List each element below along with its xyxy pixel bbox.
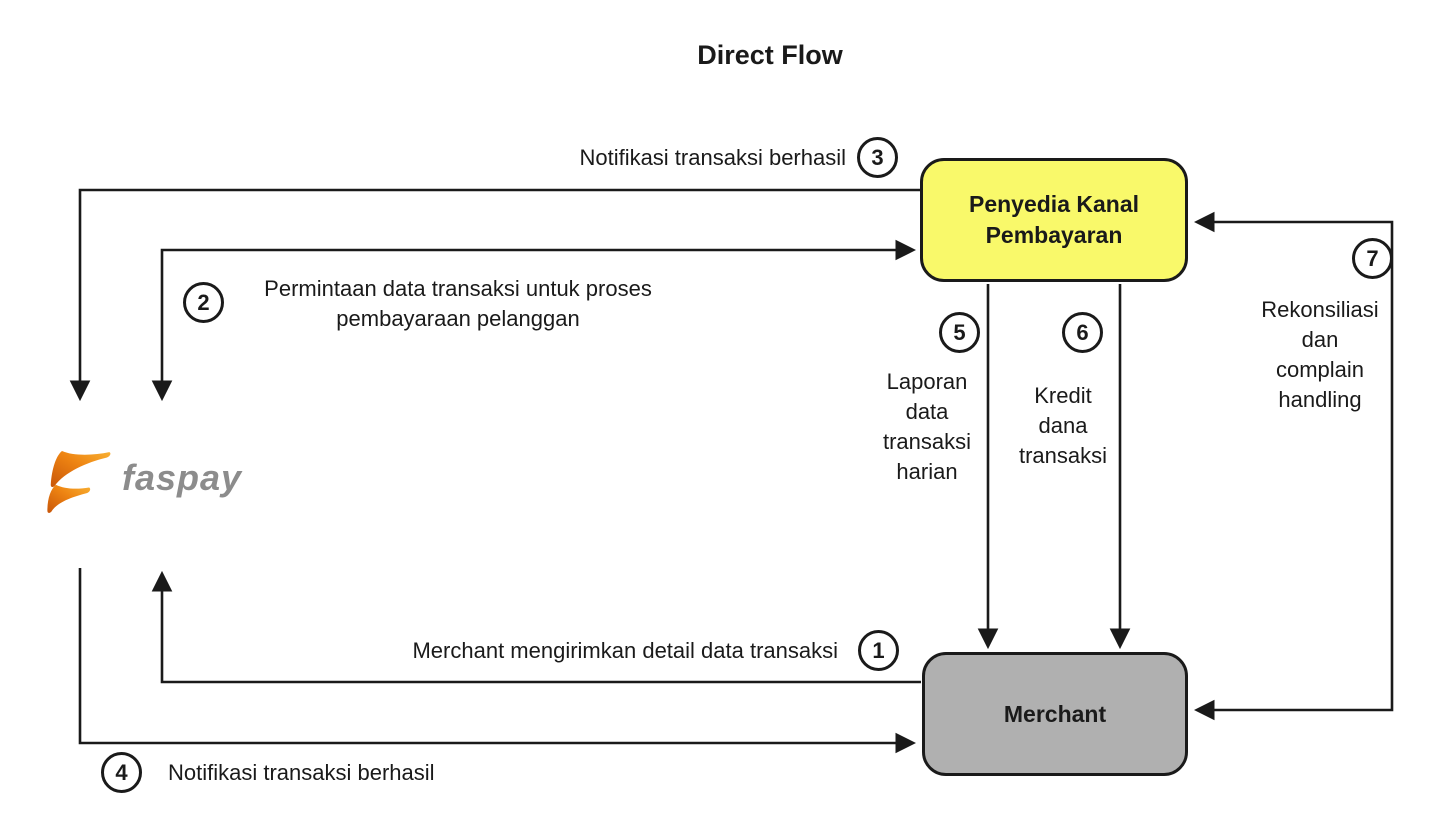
page-title: Direct Flow bbox=[697, 40, 843, 70]
faspay-logo-icon bbox=[47, 451, 111, 513]
arrow-4-faspay-to-merchant bbox=[78, 568, 917, 754]
flow-number-badge-3: 3 bbox=[857, 137, 898, 178]
provider-node-label: Penyedia Kanal Pembayaran bbox=[968, 191, 1140, 248]
flow-label-7: Rekonsiliasi dan complain handling bbox=[1261, 297, 1379, 412]
flow-label-6: Kredit dana transaksi bbox=[1018, 383, 1108, 468]
arrow-3-provider-to-faspay bbox=[69, 188, 921, 402]
flow-number-badge-4: 4 bbox=[101, 752, 142, 793]
merchant-node: Merchant bbox=[922, 652, 1188, 776]
flow-number-badge-7: 7 bbox=[1352, 238, 1393, 279]
faspay-logo: faspay bbox=[46, 442, 242, 514]
flow-number-badge-1: 1 bbox=[858, 630, 899, 671]
flow-label-2: Permintaan data transaksi untuk proses p… bbox=[264, 276, 652, 331]
faspay-logo-text: faspay bbox=[122, 457, 243, 498]
arrow-2-faspay-provider-bidirectional bbox=[151, 239, 917, 402]
merchant-node-label: Merchant bbox=[1003, 700, 1107, 727]
flow-label-5: Laporan data transaksi harian bbox=[882, 369, 972, 484]
arrow-1-merchant-to-faspay bbox=[151, 570, 921, 684]
flow-number-badge-5: 5 bbox=[939, 312, 980, 353]
flow-number-badge-2: 2 bbox=[183, 282, 224, 323]
flow-label-1: Merchant mengirimkan detail data transak… bbox=[412, 638, 838, 663]
arrow-7-provider-merchant-bidirectional bbox=[1193, 211, 1394, 721]
flow-label-4: Notifikasi transaksi berhasil bbox=[168, 760, 435, 785]
flow-number-badge-6: 6 bbox=[1062, 312, 1103, 353]
payment-channel-provider-node: Penyedia Kanal Pembayaran bbox=[920, 158, 1188, 282]
flow-label-3: Notifikasi transaksi berhasil bbox=[579, 145, 846, 170]
